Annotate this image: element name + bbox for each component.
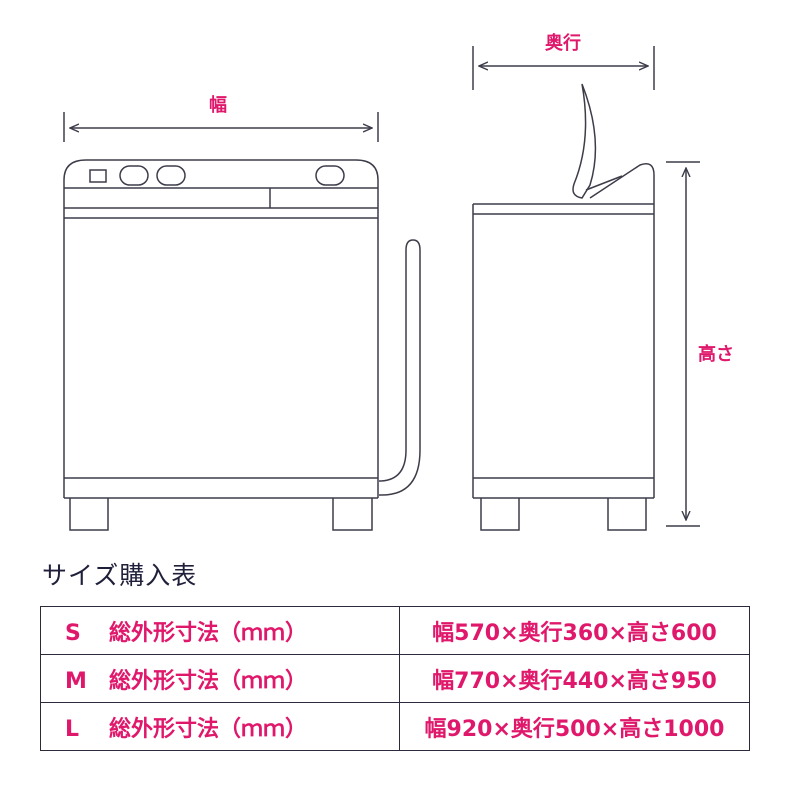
drain-hose-inner — [378, 250, 407, 482]
width-label: 幅 — [209, 94, 227, 116]
dimension-label: 総外形寸法（ｍｍ） — [109, 716, 308, 742]
dimension-value: 幅920×奥行500×高さ1000 — [399, 702, 750, 751]
dimension-label: 総外形寸法（ｍｍ） — [109, 668, 308, 694]
open-lid — [572, 83, 597, 199]
front-foot-right — [332, 498, 373, 531]
drain-hose-outer — [379, 239, 421, 496]
washing-machine-diagram: 幅 奥行 高さ — [63, 32, 734, 531]
table-row: L 総外形寸法（ｍｍ） 幅920×奥行500×高さ1000 — [40, 702, 750, 751]
control-knob-1 — [119, 165, 149, 186]
side-view — [472, 46, 700, 531]
control-knob-3 — [315, 165, 345, 186]
front-view — [63, 112, 421, 531]
front-foot-left — [69, 498, 109, 531]
size-code: L — [65, 716, 80, 742]
control-indicator — [89, 169, 107, 183]
dimension-value: 幅570×奥行360×高さ600 — [399, 606, 750, 655]
size-code: M — [65, 668, 87, 694]
dimension-value: 幅770×奥行440×高さ950 — [399, 654, 750, 703]
front-top-panel — [63, 159, 379, 208]
size-table-heading: サイズ購入表 — [42, 561, 198, 590]
control-knob-2 — [156, 165, 186, 186]
size-label-cell: S 総外形寸法（ｍｍ） — [40, 606, 400, 655]
size-table: S 総外形寸法（ｍｍ） 幅570×奥行360×高さ600 M 総外形寸法（ｍｍ） 幅… — [40, 606, 750, 751]
size-label-cell: L 総外形寸法（ｍｍ） — [40, 702, 400, 751]
size-code: S — [65, 620, 81, 646]
back-panel — [589, 163, 655, 204]
table-row: S 総外形寸法（ｍｍ） 幅570×奥行360×高さ600 — [40, 606, 750, 655]
side-foot-right — [607, 498, 647, 531]
height-label: 高さ — [698, 343, 734, 365]
table-row: M 総外形寸法（ｍｍ） 幅770×奥行440×高さ950 — [40, 654, 750, 703]
depth-label: 奥行 — [545, 32, 581, 54]
side-foot-left — [480, 498, 520, 531]
size-label-cell: M 総外形寸法（ｍｍ） — [40, 654, 400, 703]
dimension-label: 総外形寸法（ｍｍ） — [109, 620, 308, 646]
